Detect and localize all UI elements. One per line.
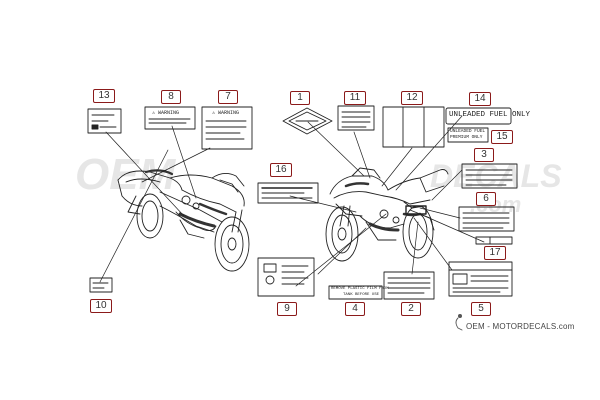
- decal-7-text: ⚠ WARNING: [212, 110, 240, 116]
- decal-2-shape: [383, 271, 435, 300]
- callout-4: 4: [345, 302, 365, 316]
- callout-13: 13: [93, 89, 115, 103]
- callout-15: 15: [491, 130, 513, 144]
- callout-7: 7: [218, 90, 238, 104]
- callout-5: 5: [471, 302, 491, 316]
- decal-8-shape: [144, 106, 196, 130]
- callout-16: 16: [270, 163, 292, 177]
- brand-text: OEM - MOTORDECALS.com: [466, 322, 575, 331]
- decal-7-shape: [201, 106, 253, 150]
- decal-16-shape: [257, 182, 319, 204]
- decal-4-text-2: TANK BEFORE USE: [343, 293, 380, 297]
- callout-8: 8: [161, 90, 181, 104]
- decal-15-text-2: PREMIUM ONLY: [450, 135, 483, 140]
- decal-8-text: ⚠ WARNING: [152, 110, 180, 116]
- callout-1: 1: [290, 91, 310, 105]
- callout-12: 12: [401, 91, 423, 105]
- callout-11: 11: [344, 91, 366, 105]
- callout-17: 17: [484, 246, 506, 260]
- motorcycle-left-illustration: [117, 169, 250, 272]
- decal-14-text: UNLEADED FUEL ONLY: [449, 111, 531, 119]
- decal-1-shape: [282, 107, 333, 135]
- decal-14-shape: [445, 107, 512, 125]
- decal-9-shape: [257, 257, 315, 297]
- callout-2: 2: [401, 302, 421, 316]
- leader-lines: [99, 115, 485, 287]
- decal-17-shape: [475, 236, 513, 245]
- callout-6: 6: [476, 192, 496, 206]
- decal-4-text-1: REMOVE PLASTIC FILM FROM: [331, 287, 389, 291]
- decal-4-shape: [328, 285, 383, 300]
- callout-14: 14: [469, 92, 491, 106]
- decal-11-shape: [337, 105, 375, 131]
- decal-15-text-1: UNLEADED FUEL: [450, 129, 486, 134]
- decal-3-shape: [461, 163, 518, 189]
- decal-12-shape: [382, 106, 445, 148]
- callout-3: 3: [474, 148, 494, 162]
- decal-6-shape: [458, 206, 515, 232]
- decal-13-shape: [87, 108, 122, 134]
- brand-logo-icon: [455, 314, 463, 331]
- decal-10-shape: [89, 277, 113, 293]
- callout-10: 10: [90, 299, 112, 313]
- decal-5-shape: [448, 261, 513, 297]
- decal-15-shape: [447, 127, 489, 143]
- callout-9: 9: [277, 302, 297, 316]
